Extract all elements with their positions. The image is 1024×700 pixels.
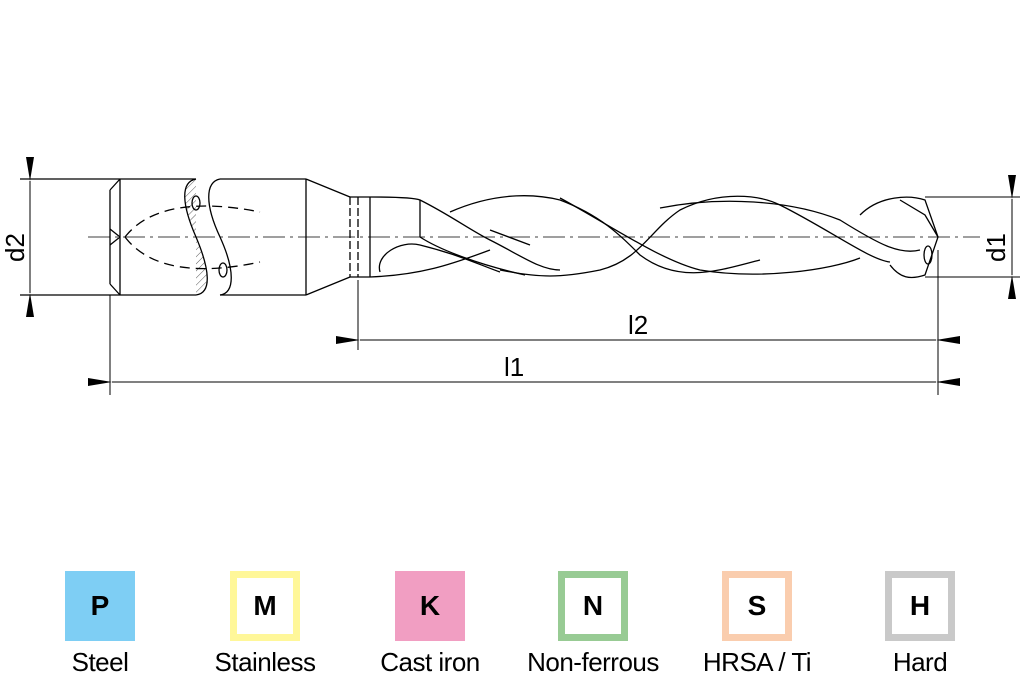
legend-item-hrsa-ti: S HRSA / Ti xyxy=(687,571,827,678)
material-badge-s: S xyxy=(722,571,792,641)
legend-item-cast-iron: K Cast iron xyxy=(360,571,500,678)
material-label: Steel xyxy=(71,647,129,677)
legend-item-steel: P Steel xyxy=(30,571,170,678)
dim-label-d1: d1 xyxy=(981,233,1011,262)
material-badge-n: N xyxy=(558,571,628,641)
material-label: HRSA / Ti xyxy=(702,647,812,677)
material-label: Non-ferrous xyxy=(527,647,659,677)
dimension-lines xyxy=(25,157,1020,395)
dim-label-l2: l2 xyxy=(628,310,648,340)
material-badge-m: M xyxy=(230,571,300,641)
material-label: Stainless xyxy=(214,647,317,677)
material-badge-h: H xyxy=(885,571,955,641)
legend-item-non-ferrous: N Non-ferrous xyxy=(523,571,663,678)
dim-label-l1: l1 xyxy=(504,352,524,382)
material-badge-p: P xyxy=(65,571,135,641)
material-badge-k: K xyxy=(395,571,465,641)
drill-body xyxy=(349,195,939,279)
legend-item-hard: H Hard xyxy=(850,571,990,678)
material-label: Hard xyxy=(892,647,948,677)
material-label: Cast iron xyxy=(380,647,480,677)
drill-drawing: d2 d1 l2 l1 xyxy=(0,157,1020,395)
legend-item-stainless: M Stainless xyxy=(195,571,335,678)
shank xyxy=(20,178,351,296)
dim-label-d2: d2 xyxy=(0,233,30,262)
